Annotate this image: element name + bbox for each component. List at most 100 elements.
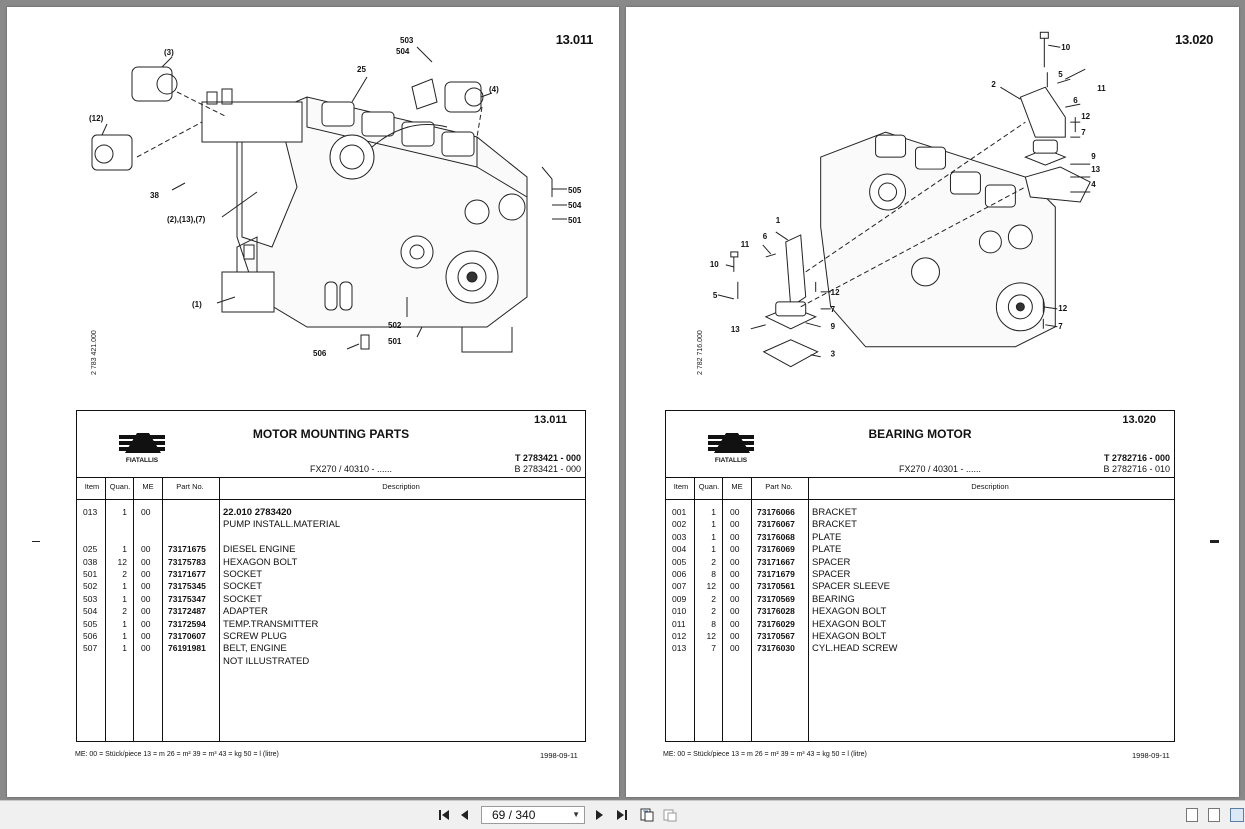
engine-exploded-drawing: (3) 503 504 25 (4) (12) 38 (2),(13),(7) … xyxy=(89,36,582,358)
quantity-cell: 1 xyxy=(122,618,127,629)
document-viewport[interactable]: 13.011 xyxy=(0,0,1245,800)
description-cell: SPACER SLEEVE xyxy=(812,581,890,593)
column-header-row: Item Quan. ME Part No. Description xyxy=(77,477,585,500)
me-cell: 00 xyxy=(141,606,151,617)
description-cell: SPACER xyxy=(812,569,851,580)
svg-text:FIATALLIS: FIATALLIS xyxy=(126,457,159,464)
quantity-cell: 2 xyxy=(711,556,716,567)
next-page-icon[interactable] xyxy=(591,807,607,823)
quantity-cell: 1 xyxy=(122,643,127,654)
viewer-toolbar: 69 / 340 ▼ xyxy=(0,800,1245,829)
svg-text:505: 505 xyxy=(568,186,582,195)
part-number-cell: 73170607 xyxy=(168,631,206,641)
page-edge-mark xyxy=(1210,540,1219,543)
me-cell: 00 xyxy=(141,643,151,654)
part-number-cell: 73176068 xyxy=(757,531,795,542)
me-cell: 00 xyxy=(141,618,151,629)
item-cell: 006 xyxy=(672,569,687,579)
item-cell: 004 xyxy=(672,544,687,555)
part-number-cell: 73171675 xyxy=(168,544,206,555)
description-cell: BEARING xyxy=(812,593,855,605)
drawing-code: 2 783 421.000 xyxy=(91,330,98,375)
svg-text:12: 12 xyxy=(1081,112,1090,121)
prev-page-icon[interactable] xyxy=(457,807,473,823)
svg-text:9: 9 xyxy=(831,322,836,331)
me-cell: 00 xyxy=(730,606,740,617)
svg-text:504: 504 xyxy=(568,201,582,210)
part-number-cell: 73170567 xyxy=(757,631,795,641)
me-cell: 00 xyxy=(730,631,740,641)
item-cell: 501 xyxy=(83,569,98,579)
svg-text:4: 4 xyxy=(1091,180,1096,189)
item-cell: 002 xyxy=(672,519,687,530)
page-indicator: 69 / 340 xyxy=(492,808,536,822)
facing-view-icon[interactable] xyxy=(1230,808,1244,822)
svg-text:(1): (1) xyxy=(192,300,202,309)
quantity-cell: 1 xyxy=(711,507,716,517)
me-cell: 00 xyxy=(141,507,151,517)
item-cell: 504 xyxy=(83,606,98,617)
part-number-cell: 73170561 xyxy=(757,581,795,592)
sheet-date: 1998-09-11 xyxy=(540,751,578,760)
part-number-cell: 73176029 xyxy=(757,618,795,629)
left-page: 13.011 xyxy=(7,7,619,797)
fit-page-icon[interactable] xyxy=(639,807,655,823)
part-number-cell: 73176067 xyxy=(757,519,795,530)
me-cell: 00 xyxy=(141,593,151,604)
quantity-cell: 1 xyxy=(122,631,127,641)
last-page-icon[interactable] xyxy=(614,807,630,823)
me-cell: 00 xyxy=(141,556,151,567)
description-cell: TEMP.TRANSMITTER xyxy=(223,618,319,630)
part-number-cell: 73171667 xyxy=(757,556,795,567)
quantity-cell: 8 xyxy=(711,569,716,579)
quantity-cell: 8 xyxy=(711,618,716,629)
part-number-cell: 73175783 xyxy=(168,556,206,567)
svg-text:503: 503 xyxy=(400,36,414,45)
parts-sheet: FIATALLIS BEARING MOTOR 13.020 FX270 / 4… xyxy=(665,410,1175,742)
page-edge-mark xyxy=(32,541,40,542)
svg-text:11: 11 xyxy=(1097,84,1106,93)
item-cell: 502 xyxy=(83,581,98,592)
description-cell: SOCKET xyxy=(223,569,263,580)
col-item: Item xyxy=(84,482,100,491)
quantity-cell: 1 xyxy=(122,507,127,517)
me-cell: 00 xyxy=(730,507,740,517)
description-cell: HEXAGON BOLT xyxy=(223,556,298,568)
continuous-view-icon[interactable] xyxy=(1208,808,1220,822)
single-page-view-icon[interactable] xyxy=(1186,808,1198,822)
fit-width-icon[interactable] xyxy=(662,807,678,823)
description-cell: 22.010 2783420 xyxy=(223,507,292,518)
col-part: Part No. xyxy=(176,482,204,491)
first-page-icon[interactable] xyxy=(436,807,452,823)
chevron-down-icon: ▼ xyxy=(572,810,580,819)
svg-text:12: 12 xyxy=(831,288,840,297)
page-number-select[interactable]: 69 / 340 ▼ xyxy=(481,806,585,824)
svg-text:FIATALLIS: FIATALLIS xyxy=(715,457,748,464)
description-cell: HEXAGON BOLT xyxy=(812,631,887,642)
me-cell: 00 xyxy=(730,581,740,592)
svg-text:502: 502 xyxy=(388,321,402,330)
svg-text:12: 12 xyxy=(1058,304,1067,313)
sheet-number: 13.011 xyxy=(533,414,567,426)
svg-text:506: 506 xyxy=(313,349,327,358)
description-cell: ADAPTER xyxy=(223,606,268,618)
svg-text:38: 38 xyxy=(150,191,159,200)
svg-text:3: 3 xyxy=(831,350,836,359)
sheet-header: FIATALLIS BEARING MOTOR 13.020 FX270 / 4… xyxy=(666,411,1174,478)
sheet-title: MOTOR MOUNTING PARTS xyxy=(252,427,410,441)
item-cell: 009 xyxy=(672,593,687,604)
svg-text:13: 13 xyxy=(1091,165,1100,174)
svg-text:6: 6 xyxy=(763,232,768,241)
description-cell: PLATE xyxy=(812,531,842,543)
col-me: ME xyxy=(731,482,743,491)
item-cell: 506 xyxy=(83,631,98,641)
